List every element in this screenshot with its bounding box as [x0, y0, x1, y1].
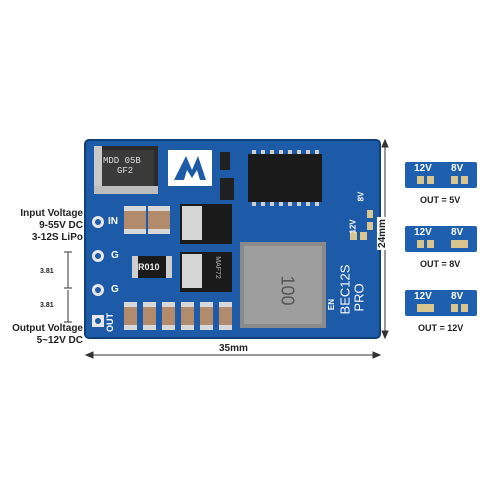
height-dimension-label: 24mm — [376, 217, 388, 250]
pin-g2-label: G — [111, 284, 119, 295]
ic-pin — [297, 202, 301, 206]
pin-pads — [92, 216, 104, 327]
ic-pin — [279, 150, 283, 154]
input-capacitors — [124, 206, 170, 234]
board-jumper-8v-label: 8V — [356, 191, 366, 202]
pin-en-label: EN — [327, 298, 337, 311]
ic-marking: MAF72 — [213, 256, 221, 279]
jumper-config-8v: 12V 8V — [405, 226, 477, 252]
diode-marking-line2: GF2 — [117, 166, 134, 176]
ic-pin — [261, 150, 265, 154]
input-voltage-range: 9-55V DC — [39, 220, 83, 231]
output-capacitors — [124, 302, 232, 330]
diode-marking-line1: MDD 05B — [103, 156, 141, 166]
jumper-config-5v: 12V 8V — [405, 162, 477, 188]
diode-marking: MDD 05B GF2 — [103, 156, 141, 176]
ic-pin — [297, 150, 301, 154]
jumper-config-12v-caption: OUT = 12V — [418, 323, 464, 333]
jumper-config-5v-8v: 8V — [451, 163, 464, 174]
pin-out-label: OUT — [105, 313, 115, 332]
ic-pin — [306, 150, 310, 154]
pin-g1-label: G — [111, 250, 119, 261]
power-inductor — [240, 242, 326, 328]
ic-pin — [315, 150, 319, 154]
small-ic-2 — [220, 152, 230, 170]
output-capacitor — [143, 302, 156, 330]
shunt-resistor — [132, 256, 172, 278]
jumper-config-8v-8v: 8V — [451, 227, 464, 238]
controller-ic — [248, 154, 322, 202]
jumper-config-5v-12v: 12V — [414, 163, 432, 174]
output-capacitor — [124, 302, 137, 330]
pin-spacing-markers — [64, 251, 72, 323]
mosfet-top — [180, 204, 232, 244]
jumper-config-8v-12v: 12V — [414, 227, 432, 238]
pin-in-label: IN — [108, 216, 118, 227]
jumper-config-12v: 12V 8V — [405, 290, 477, 316]
output-voltage-range: 5~12V DC — [36, 335, 83, 346]
jumper-config-12v-8v: 8V — [451, 291, 464, 302]
ic-pin — [270, 150, 274, 154]
schottky-diode — [94, 146, 158, 194]
ic-pin — [252, 150, 256, 154]
input-voltage-lipo: 3-12S LiPo — [31, 232, 83, 243]
ic-pin — [261, 202, 265, 206]
pin-spacing-top: 3.81 — [40, 268, 54, 275]
resistor-marking: R010 — [138, 262, 160, 272]
pin-spacing-bottom: 3.81 — [40, 302, 54, 309]
ic-pin — [270, 202, 274, 206]
ic-pin — [306, 202, 310, 206]
output-capacitor — [162, 302, 175, 330]
board-jumper-12v-label: 12V — [348, 219, 358, 234]
output-capacitor — [200, 302, 213, 330]
width-dimension-line — [84, 351, 382, 359]
ic-pin — [315, 202, 319, 206]
model-name: BEC12S — [337, 264, 353, 315]
jumper-config-5v-caption: OUT = 5V — [420, 195, 461, 205]
controller-ic-pins — [252, 150, 319, 206]
ic-pin — [288, 150, 292, 154]
model-suffix: PRO — [351, 283, 367, 312]
output-voltage-title: Output Voltage — [12, 323, 83, 334]
inductor-marking: 100 — [277, 275, 298, 306]
input-voltage-title: Input Voltage — [20, 208, 83, 219]
ic-pin — [288, 202, 292, 206]
board-jumper-pads — [350, 210, 373, 240]
output-voltage-label: Output Voltage 5~12V DC — [6, 323, 83, 347]
matek-logo — [168, 150, 212, 186]
output-capacitor — [181, 302, 194, 330]
small-ic — [220, 178, 234, 200]
output-capacitor — [219, 302, 232, 330]
mosfet-bottom — [180, 252, 232, 292]
ic-pin — [279, 202, 283, 206]
input-voltage-label: Input Voltage 9-55V DC 3-12S LiPo — [8, 208, 83, 244]
jumper-config-8v-caption: OUT = 8V — [420, 259, 461, 269]
width-dimension-label: 35mm — [216, 343, 251, 354]
jumper-config-12v-12v: 12V — [414, 291, 432, 302]
ic-pin — [252, 202, 256, 206]
